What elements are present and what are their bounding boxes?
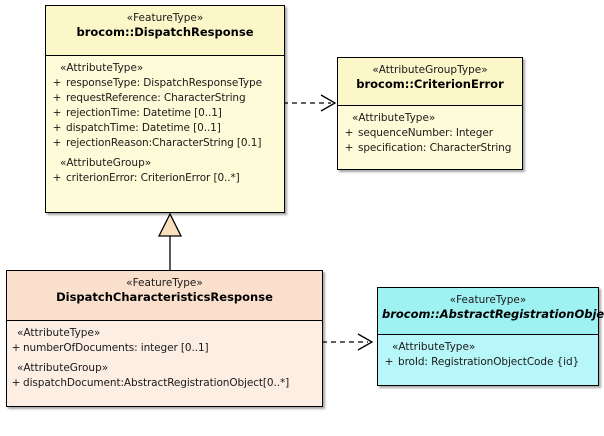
attribute-row[interactable]: + criterionError: CriterionError [0..*]	[48, 171, 282, 186]
visibility-marker: +	[52, 172, 62, 184]
connector-dependency-criterion-error[interactable]	[283, 88, 343, 118]
uml-class-header-criterion-error: «AttributeGroupType» brocom::CriterionEr…	[338, 58, 522, 106]
visibility-marker: +	[344, 127, 354, 139]
stereotype-label: «FeatureType»	[126, 277, 203, 289]
visibility-marker: +	[344, 142, 354, 154]
uml-class-abstract-registration-object[interactable]: «FeatureType» brocom::AbstractRegistrati…	[377, 287, 604, 386]
attribute-row[interactable]: + responseType: DispatchResponseType	[48, 76, 282, 91]
compartment-label: «AttributeType»	[352, 112, 436, 124]
uml-class-criterion-error[interactable]: «AttributeGroupType» brocom::CriterionEr…	[337, 57, 523, 170]
stereotype-label: «FeatureType»	[126, 12, 204, 24]
class-name-label: DispatchCharacteristicsResponse	[56, 290, 273, 304]
class-name-label: brocom::AbstractRegistrationObject	[382, 307, 604, 321]
connector-dependency-registration-object[interactable]	[322, 327, 382, 357]
attribute-text: specification: CharacterString	[358, 142, 512, 154]
attribute-row[interactable]: + requestReference: CharacterString	[48, 91, 282, 106]
class-name-label: brocom::CriterionError	[356, 77, 504, 91]
uml-class-dispatch-response[interactable]: «FeatureType» brocom::DispatchResponse «…	[45, 5, 285, 213]
uml-class-body-dispatch-response: «AttributeType» + responseType: Dispatch…	[46, 56, 284, 212]
attribute-text: criterionError: CriterionError [0..*]	[66, 172, 240, 184]
uml-class-body-dispatch-characteristics-response: «AttributeType» + numberOfDocuments: int…	[7, 321, 322, 406]
attribute-row[interactable]: + numberOfDocuments: integer [0..1]	[9, 341, 320, 356]
attribute-row[interactable]: + specification: CharacterString	[340, 141, 520, 156]
attribute-text: broId: RegistrationObjectCode {id}	[398, 356, 580, 368]
visibility-marker: +	[52, 137, 62, 149]
attribute-row[interactable]: + rejectionReason:CharacterString [0.1]	[48, 136, 282, 151]
uml-class-dispatch-characteristics-response[interactable]: «FeatureType» DispatchCharacteristicsRes…	[6, 270, 323, 407]
visibility-marker: +	[52, 107, 62, 119]
attribute-text: dispatchTime: Datetime [0..1]	[66, 122, 221, 134]
uml-class-header-dispatch-response: «FeatureType» brocom::DispatchResponse	[46, 6, 284, 56]
attribute-text: sequenceNumber: Integer	[358, 127, 493, 139]
compartment-label: «AttributeGroup»	[17, 362, 109, 374]
attribute-text: responseType: DispatchResponseType	[66, 77, 262, 89]
class-name-label: brocom::DispatchResponse	[76, 25, 254, 39]
uml-class-body-criterion-error: «AttributeType» + sequenceNumber: Intege…	[338, 106, 522, 169]
connector-generalization-dispatch[interactable]	[150, 212, 190, 272]
attribute-text: rejectionReason:CharacterString [0.1]	[66, 137, 262, 149]
compartment-label: «AttributeGroup»	[60, 157, 152, 169]
attribute-row[interactable]: + sequenceNumber: Integer	[340, 126, 520, 141]
stereotype-label: «FeatureType»	[449, 294, 527, 306]
attribute-row[interactable]: + broId: RegistrationObjectCode {id}	[380, 355, 596, 370]
visibility-marker: +	[384, 356, 394, 368]
attribute-row[interactable]: + rejectionTime: Datetime [0..1]	[48, 106, 282, 121]
compartment-label: «AttributeType»	[17, 327, 101, 339]
attribute-text: dispatchDocument:AbstractRegistrationObj…	[23, 377, 290, 389]
visibility-marker: +	[52, 77, 62, 89]
compartment-label: «AttributeType»	[392, 341, 476, 353]
attribute-text: numberOfDocuments: integer [0..1]	[23, 342, 209, 354]
attribute-text: requestReference: CharacterString	[66, 92, 246, 104]
uml-class-header-dispatch-characteristics-response: «FeatureType» DispatchCharacteristicsRes…	[7, 271, 322, 321]
attribute-row[interactable]: + dispatchDocument:AbstractRegistrationO…	[9, 376, 320, 391]
visibility-marker: +	[52, 122, 62, 134]
attribute-row[interactable]: + dispatchTime: Datetime [0..1]	[48, 121, 282, 136]
uml-class-body-abstract-registration-object: «AttributeType» + broId: RegistrationObj…	[378, 335, 598, 385]
stereotype-label: «AttributeGroupType»	[372, 64, 488, 76]
visibility-marker: +	[11, 377, 21, 389]
visibility-marker: +	[52, 92, 62, 104]
attribute-text: rejectionTime: Datetime [0..1]	[66, 107, 222, 119]
visibility-marker: +	[11, 342, 21, 354]
uml-class-header-abstract-registration-object: «FeatureType» brocom::AbstractRegistrati…	[378, 288, 604, 335]
compartment-label: «AttributeType»	[60, 62, 144, 74]
